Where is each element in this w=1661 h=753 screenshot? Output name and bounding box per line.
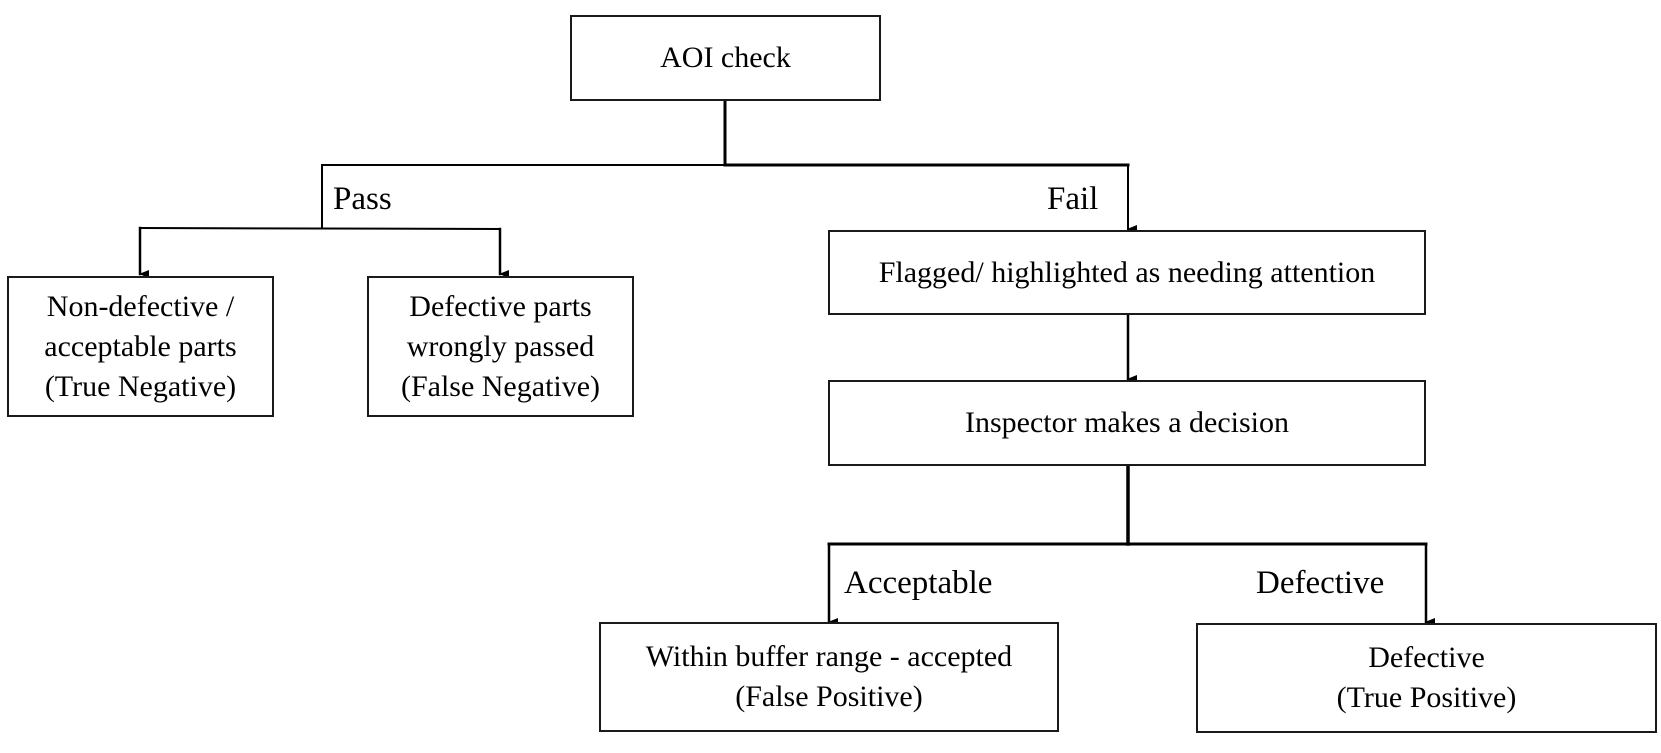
false-negative-line-2: wrongly passed	[406, 329, 595, 363]
defective-label: Defective	[1256, 565, 1385, 601]
pass-label: Pass	[333, 181, 392, 217]
inspector-label: Inspector makes a decision	[964, 406, 1290, 439]
fail-label: Fail	[1047, 181, 1099, 217]
aoi-check-label: AOI check	[660, 41, 791, 74]
false-negative-node: Defective parts wrongly passed (False Ne…	[367, 276, 634, 417]
true-negative-node: Non-defective / acceptable parts (True N…	[7, 276, 274, 417]
acceptable-label: Acceptable	[844, 565, 993, 601]
inspector-node: Inspector makes a decision	[828, 380, 1426, 466]
false-positive-line-1: Within buffer range - accepted	[645, 640, 1013, 673]
pass-split-line	[138, 226, 502, 231]
true-positive-node: Defective (True Positive)	[1196, 623, 1657, 733]
false-negative-line-3: (False Negative)	[400, 369, 601, 403]
false-negative-line-1: Defective parts	[409, 289, 592, 323]
true-negative-line-3: (True Negative)	[44, 369, 237, 403]
true-positive-line-1: Defective	[1368, 641, 1485, 674]
false-positive-line-2: (False Positive)	[735, 680, 923, 713]
false-positive-node: Within buffer range - accepted (False Po…	[599, 622, 1059, 732]
true-negative-line-1: Non-defective /	[46, 289, 235, 323]
flagged-label: Flagged/ highlighted as needing attentio…	[878, 255, 1376, 289]
aoi-check-node: AOI check	[570, 15, 881, 101]
flagged-node: Flagged/ highlighted as needing attentio…	[828, 230, 1426, 315]
true-positive-line-2: (True Positive)	[1336, 681, 1517, 714]
true-negative-line-2: acceptable parts	[44, 329, 237, 363]
